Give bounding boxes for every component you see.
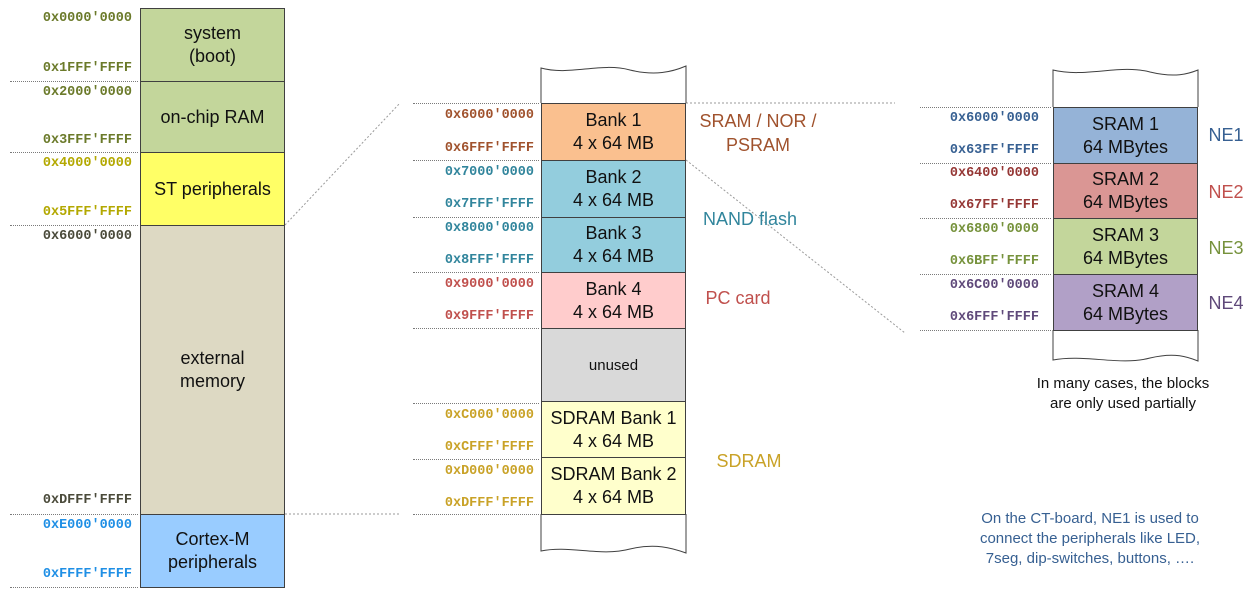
ne3-label: NE3 bbox=[1208, 238, 1244, 258]
type-label-pc-card: PC card bbox=[705, 288, 771, 308]
addr-end-sdram2: 0xDFFF'FFFF bbox=[444, 496, 534, 511]
bank-unused: unused bbox=[541, 328, 686, 402]
addr-start-sdram2: 0xD000'0000 bbox=[444, 464, 534, 479]
addr-end-cortex: 0xFFFF'FFFF bbox=[42, 567, 132, 582]
bank-1: Bank 1 4 x 64 MB bbox=[541, 103, 686, 161]
addr-start-bank2: 0x7000'0000 bbox=[444, 165, 534, 180]
ne2-label: NE2 bbox=[1208, 182, 1244, 202]
bank-4: Bank 4 4 x 64 MB bbox=[541, 272, 686, 329]
addr-end-st: 0x5FFF'FFFF bbox=[42, 205, 132, 220]
addr-start-bank1: 0x6000'0000 bbox=[444, 108, 534, 123]
note-partial-use: In many cases, the blocks are only used … bbox=[1036, 375, 1210, 412]
addr-end-system: 0x1FFF'FFFF bbox=[42, 61, 132, 76]
ne4-label: NE4 bbox=[1208, 293, 1244, 313]
sram-4: SRAM 4 64 MBytes bbox=[1053, 274, 1198, 331]
addr-end-bank2: 0x7FFF'FFFF bbox=[444, 197, 534, 212]
block-cortex-m-peripherals: Cortex-M peripherals bbox=[140, 514, 285, 588]
addr-end-bank3: 0x8FFF'FFFF bbox=[444, 253, 534, 268]
addr-end-sdram1: 0xCFFF'FFFF bbox=[444, 440, 534, 455]
addr-start-sram4: 0x6C00'0000 bbox=[949, 278, 1039, 293]
addr-end-ext: 0xDFFF'FFFF bbox=[42, 493, 132, 508]
type-label-sram-nor-psram: SRAM / NOR / PSRAM bbox=[699, 111, 817, 155]
type-label-nand-flash: NAND flash bbox=[702, 209, 798, 229]
sram-1: SRAM 1 64 MBytes bbox=[1053, 107, 1198, 164]
block-external-memory: external memory bbox=[140, 225, 285, 515]
addr-start-cortex: 0xE000'0000 bbox=[42, 518, 132, 533]
addr-start-st: 0x4000'0000 bbox=[42, 156, 132, 171]
ne1-label: NE1 bbox=[1208, 125, 1244, 145]
addr-end-sram3: 0x6BFF'FFFF bbox=[949, 254, 1039, 269]
block-on-chip-ram: on-chip RAM bbox=[140, 81, 285, 153]
addr-end-sram1: 0x63FF'FFFF bbox=[949, 143, 1039, 158]
addr-start-sram3: 0x6800'0000 bbox=[949, 222, 1039, 237]
addr-end-sram4: 0x6FFF'FFFF bbox=[949, 310, 1039, 325]
addr-start-sram2: 0x6400'0000 bbox=[949, 166, 1039, 181]
bank-2: Bank 2 4 x 64 MB bbox=[541, 160, 686, 218]
sram-3: SRAM 3 64 MBytes bbox=[1053, 218, 1198, 275]
sdram-bank-1: SDRAM Bank 1 4 x 64 MB bbox=[541, 401, 686, 458]
addr-start-sdram1: 0xC000'0000 bbox=[444, 408, 534, 423]
note-ct-board: On the CT-board, NE1 is used to connect … bbox=[979, 510, 1201, 567]
addr-end-sram2: 0x67FF'FFFF bbox=[949, 198, 1039, 213]
bank-3: Bank 3 4 x 64 MB bbox=[541, 217, 686, 273]
block-st-peripherals: ST peripherals bbox=[140, 152, 285, 226]
addr-start-sram1: 0x6000'0000 bbox=[949, 111, 1039, 126]
addr-start-system: 0x0000'0000 bbox=[42, 11, 132, 26]
addr-start-ext: 0x6000'0000 bbox=[42, 229, 132, 244]
addr-end-bank4: 0x9FFF'FFFF bbox=[444, 309, 534, 324]
block-system-boot: system (boot) bbox=[140, 8, 285, 82]
sram-2: SRAM 2 64 MBytes bbox=[1053, 163, 1198, 219]
sdram-bank-2: SDRAM Bank 2 4 x 64 MB bbox=[541, 457, 686, 515]
type-label-sdram: SDRAM bbox=[716, 451, 782, 471]
addr-start-bank3: 0x8000'0000 bbox=[444, 221, 534, 236]
addr-start-bank4: 0x9000'0000 bbox=[444, 277, 534, 292]
addr-end-bank1: 0x6FFF'FFFF bbox=[444, 141, 534, 156]
addr-start-onchip: 0x2000'0000 bbox=[42, 85, 132, 100]
addr-end-onchip: 0x3FFF'FFFF bbox=[42, 133, 132, 148]
